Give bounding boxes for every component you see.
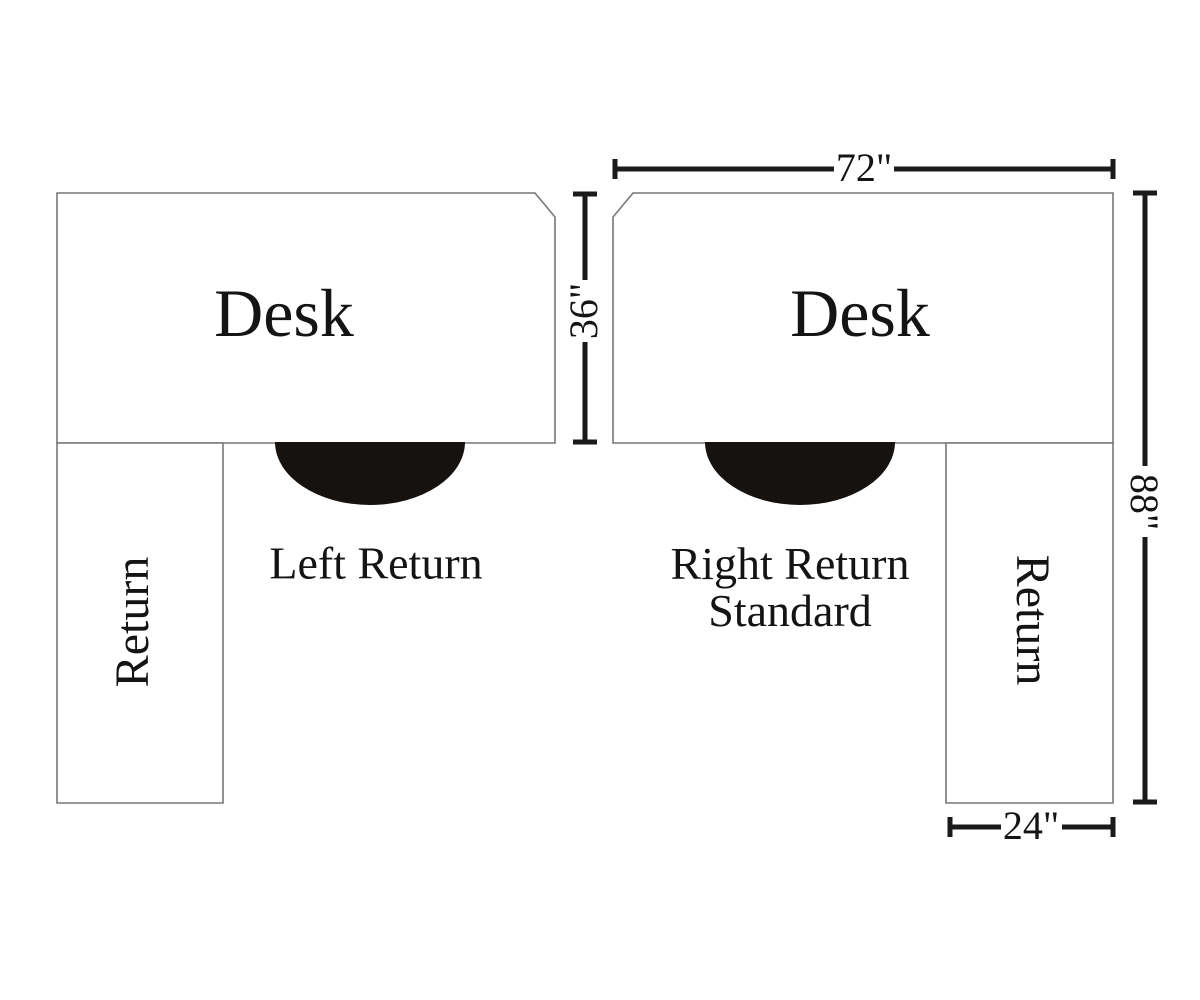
- right-desk-label: Desk: [790, 275, 930, 351]
- left-desk-label: Desk: [214, 275, 354, 351]
- right-configuration-caption: Right Return Standard: [671, 540, 910, 634]
- left-configuration-caption: Left Return: [269, 537, 483, 589]
- dimension-line-36: [573, 191, 597, 445]
- right-caption-line-1: Right Return: [670, 538, 910, 589]
- dimension-line-88: [1133, 190, 1157, 805]
- return-width-dimension-label: 24": [1002, 803, 1060, 848]
- dimension-line-24: [947, 817, 1116, 837]
- overall-width-dimension-label: 72": [835, 145, 893, 190]
- left-return-label: Return: [106, 556, 159, 688]
- right-caption-line-2: Standard: [708, 585, 872, 636]
- left-desk-outline: [56, 192, 556, 444]
- left-return-outline: [56, 442, 224, 804]
- dimension-line-72: [612, 159, 1116, 179]
- left-chair-cutout: [275, 442, 465, 505]
- desk-depth-dimension-label: 36": [561, 282, 606, 340]
- overall-depth-dimension-label: 88": [1122, 473, 1167, 531]
- right-return-outline: [945, 442, 1114, 804]
- right-chair-cutout: [705, 442, 895, 505]
- right-return-label: Return: [1006, 554, 1059, 686]
